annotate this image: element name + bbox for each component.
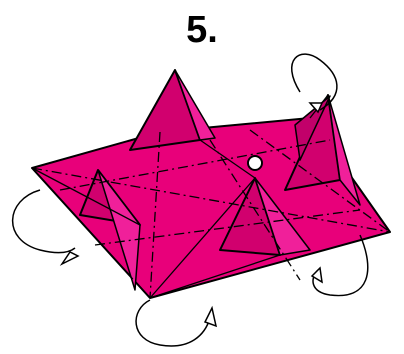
arrow-bottom xyxy=(136,300,210,346)
arrow-left-head xyxy=(62,252,78,264)
arrow-top-right xyxy=(292,54,337,110)
arrow-bottom-head xyxy=(205,308,216,326)
reference-point xyxy=(248,156,262,170)
